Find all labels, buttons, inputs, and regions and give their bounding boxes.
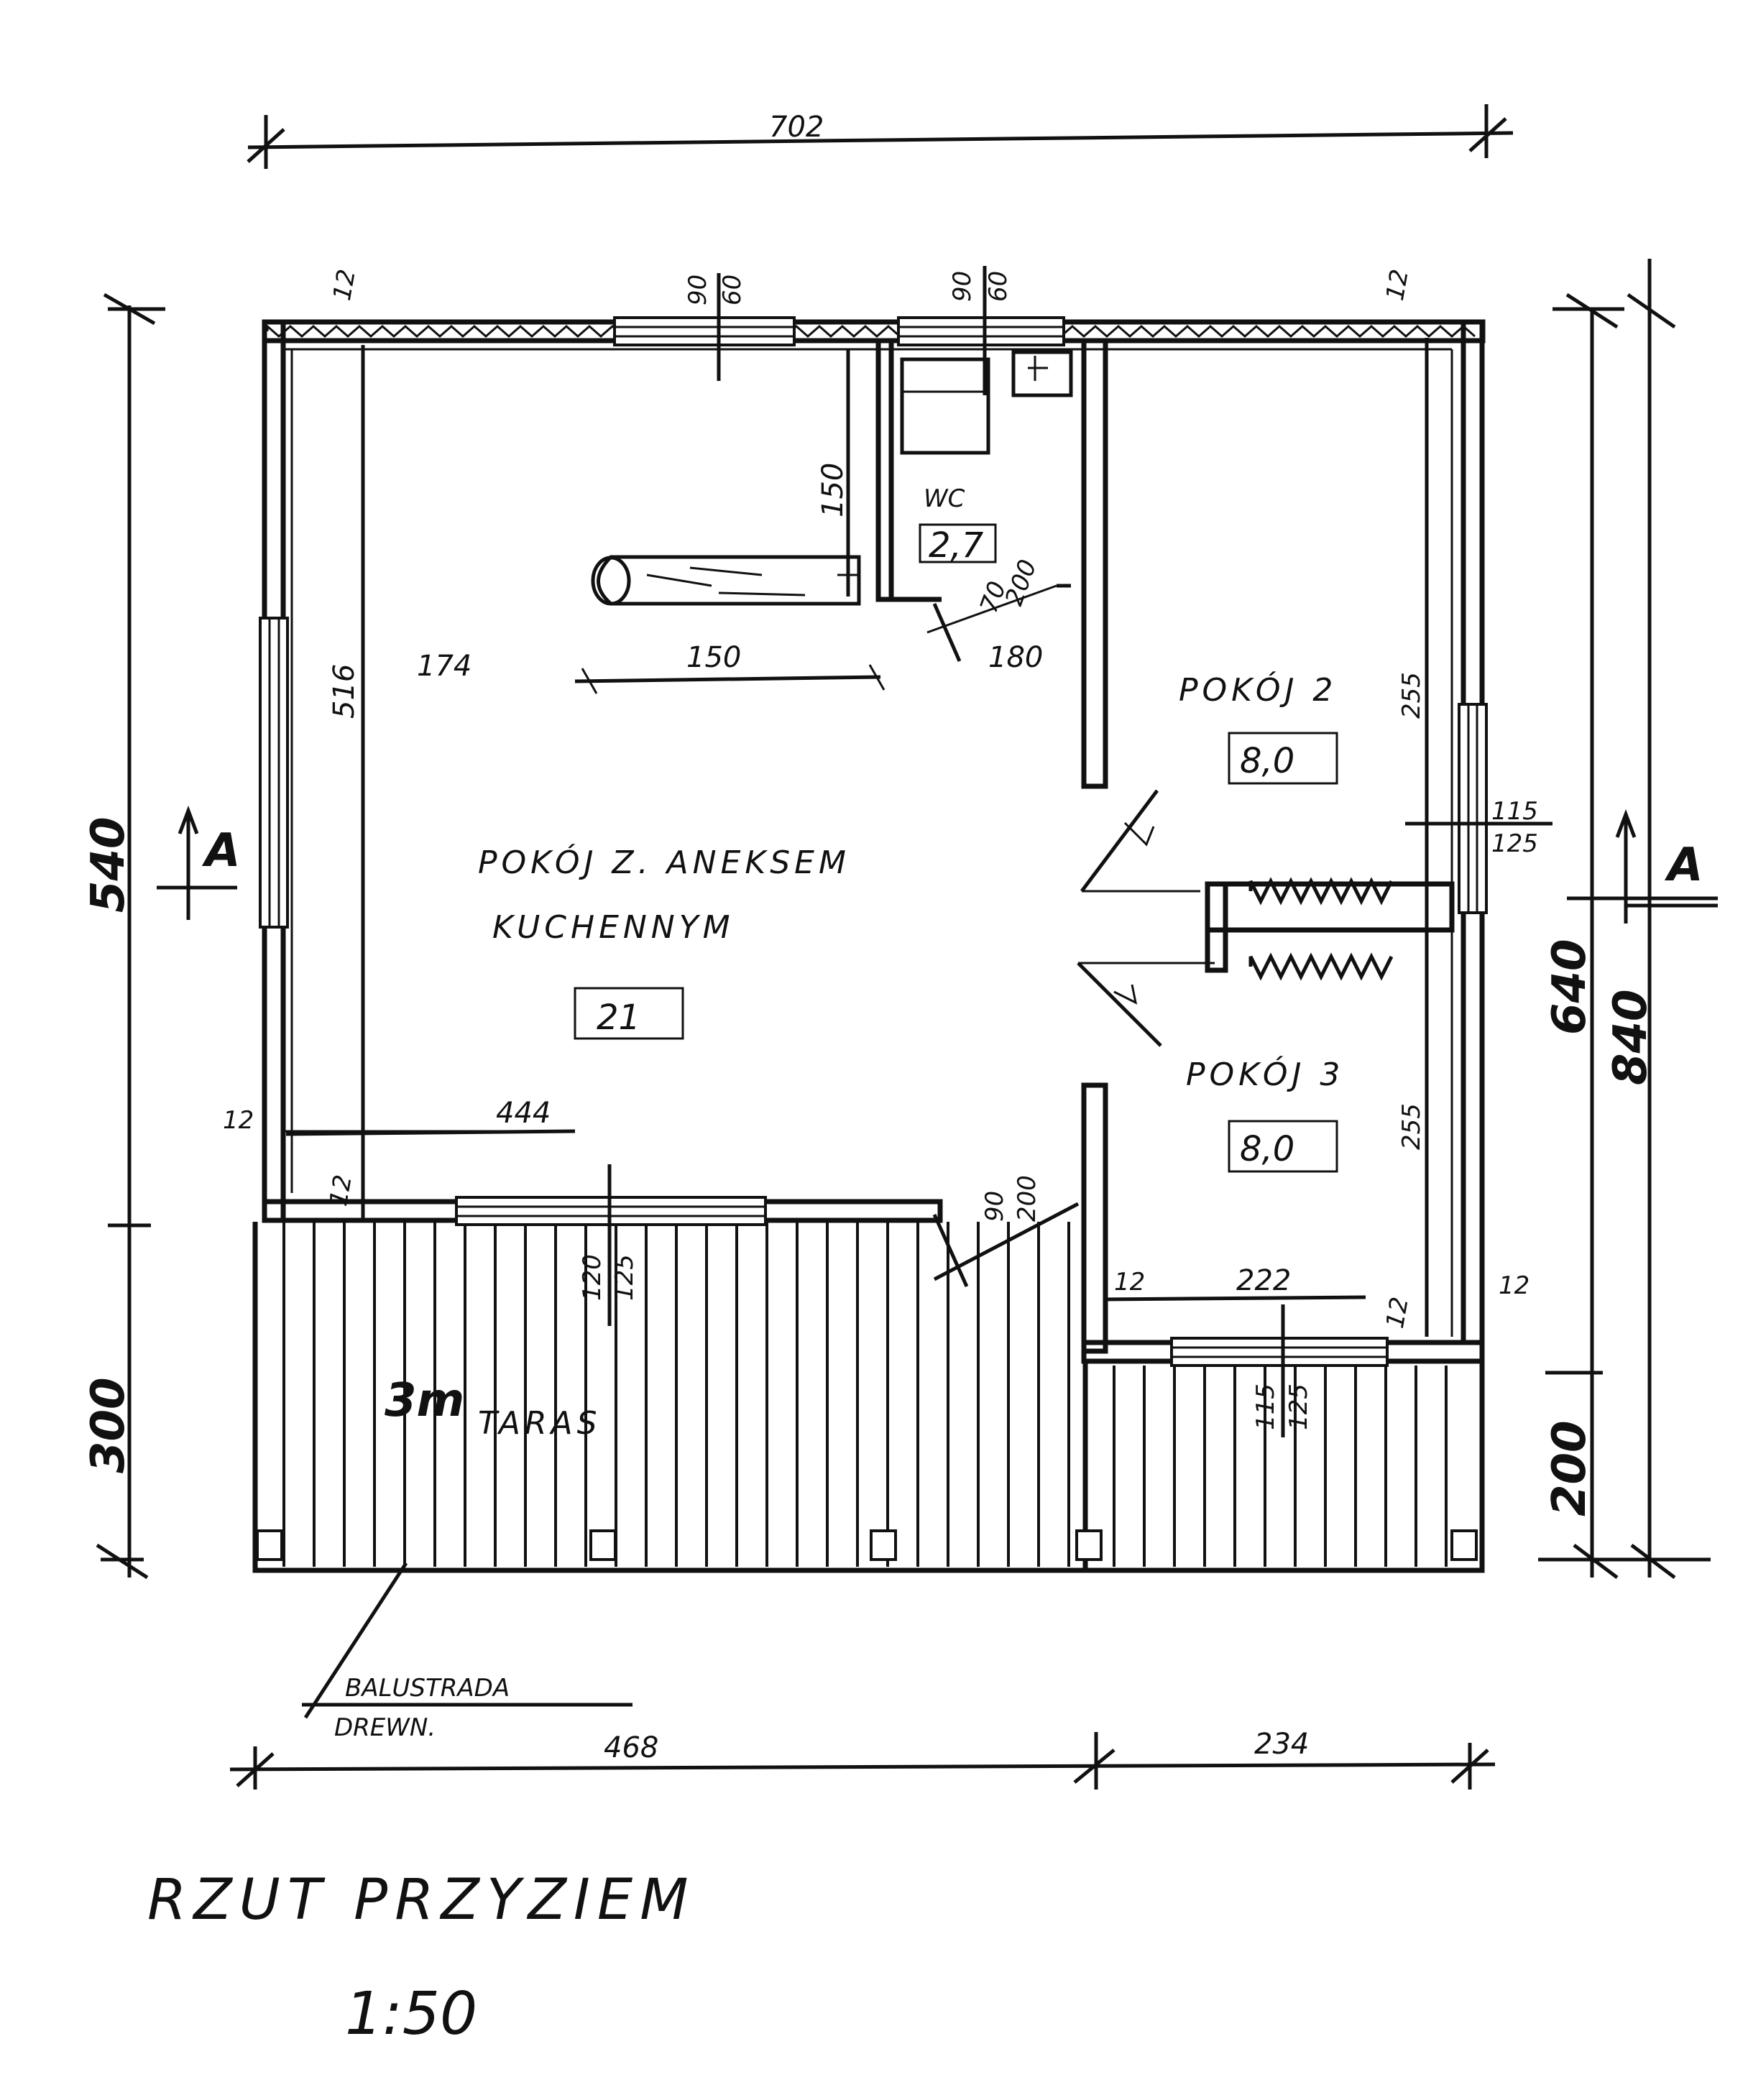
svg-text:115: 115 (1491, 797, 1538, 826)
svg-text:DREWN.: DREWN. (334, 1713, 436, 1742)
dim-468: 468 (604, 1731, 658, 1764)
interior-walls (875, 338, 1455, 1354)
svg-text:12: 12 (1114, 1268, 1145, 1297)
kitchen-label-line1: POKÓJ Z. ANEKSEM (478, 843, 850, 881)
window-room3-bottom: 115 125 (1170, 1304, 1389, 1437)
room2-area: 8,0 (1240, 741, 1294, 781)
svg-text:444: 444 (496, 1097, 551, 1130)
svg-text:180: 180 (988, 641, 1043, 674)
svg-text:12: 12 (324, 1173, 358, 1209)
svg-text:516: 516 (328, 664, 361, 719)
dim-702: 702 (769, 111, 824, 144)
svg-text:90: 90 (948, 271, 977, 302)
svg-text:60: 60 (984, 271, 1013, 302)
terrace-boards (252, 1222, 1485, 1573)
svg-text:120: 120 (578, 1254, 607, 1301)
svg-text:90: 90 (684, 275, 712, 305)
section-a-left: A (201, 824, 241, 878)
drawing-scale: 1:50 (345, 1980, 477, 2048)
wc-label: WC (924, 484, 965, 513)
terrace-post (1075, 1529, 1103, 1561)
svg-text:174: 174 (417, 650, 472, 683)
dimension-right: 640 840 200 (1538, 259, 1718, 1579)
svg-text:125: 125 (1284, 1383, 1313, 1430)
terrace-door: 90 200 (932, 1175, 1080, 1288)
svg-text:12: 12 (1381, 267, 1414, 303)
window-bottom-1: 120 125 (455, 1164, 767, 1326)
section-marker-left: A (157, 805, 241, 920)
svg-text:BALUSTRADA: BALUSTRADA (345, 1674, 510, 1703)
svg-text:200: 200 (1000, 556, 1043, 609)
balustrade-note: BALUSTRADA DREWN. (302, 1562, 632, 1742)
svg-text:150: 150 (816, 463, 850, 517)
kitchen-area: 21 (597, 998, 640, 1038)
svg-text:150: 150 (686, 641, 741, 674)
wc-fixtures: WC 2,7 70 200 (900, 350, 1073, 663)
window-left (259, 617, 289, 929)
dim-840: 840 (1604, 989, 1657, 1085)
window-top-2: 90 60 (897, 266, 1065, 395)
outer-walls (262, 319, 1486, 1364)
terrace-post (870, 1529, 897, 1561)
section-marker-right: A (1615, 809, 1718, 924)
svg-text:60: 60 (718, 275, 747, 305)
interior-dimensions: 516 174 150 180 444 222 255 255 12 12 12… (223, 267, 1530, 1337)
dim-234: 234 (1254, 1728, 1309, 1761)
door-room3 (1077, 962, 1215, 1047)
svg-text:12: 12 (1381, 1295, 1414, 1331)
svg-text:125: 125 (610, 1254, 639, 1301)
title-block: RZUT PRZYZIEM 1:50 (147, 1868, 696, 2048)
door-room2 (1080, 789, 1200, 893)
kitchen-counter: 150 (591, 349, 861, 606)
svg-text:255: 255 (1397, 1103, 1426, 1150)
wardrobe-hatch (1248, 877, 1394, 981)
wc-area: 2,7 (929, 525, 984, 566)
dimension-bottom: 468 234 (229, 1728, 1496, 1790)
dimension-left: 540 300 (82, 293, 165, 1580)
terrace-post (256, 1529, 283, 1561)
svg-text:115: 115 (1251, 1383, 1280, 1430)
kitchen-label-line2: KUCHENNYM (492, 909, 735, 946)
dim-300: 300 (82, 1377, 135, 1473)
window-top-1: 90 60 (613, 273, 796, 381)
svg-text:12: 12 (223, 1106, 254, 1135)
svg-text:125: 125 (1491, 829, 1538, 858)
terrace-label: TARAS (478, 1405, 602, 1442)
dim-200: 200 (1543, 1420, 1596, 1516)
svg-text:255: 255 (1397, 672, 1426, 719)
terrace-note: 3m (385, 1374, 464, 1427)
svg-text:12: 12 (1499, 1271, 1530, 1300)
room3-label: POKÓJ 3 (1186, 1055, 1344, 1093)
svg-text:12: 12 (328, 267, 362, 303)
window-right: 115 125 (1405, 703, 1552, 914)
svg-text:200: 200 (1013, 1175, 1041, 1222)
room3-area: 8,0 (1240, 1129, 1294, 1169)
dim-540: 540 (82, 816, 135, 913)
terrace-post (1450, 1529, 1478, 1561)
svg-text:222: 222 (1236, 1264, 1291, 1297)
terrace-post (589, 1529, 617, 1561)
room-labels: POKÓJ Z. ANEKSEM KUCHENNYM 21 POKÓJ 2 8,… (385, 671, 1344, 1442)
section-a-right: A (1664, 839, 1703, 892)
drawing-title: RZUT PRZYZIEM (147, 1868, 696, 1933)
dim-640: 640 (1543, 939, 1596, 1035)
dimension-overall-width: 702 (247, 104, 1514, 169)
room2-label: POKÓJ 2 (1179, 671, 1337, 709)
svg-text:90: 90 (980, 1191, 1009, 1222)
